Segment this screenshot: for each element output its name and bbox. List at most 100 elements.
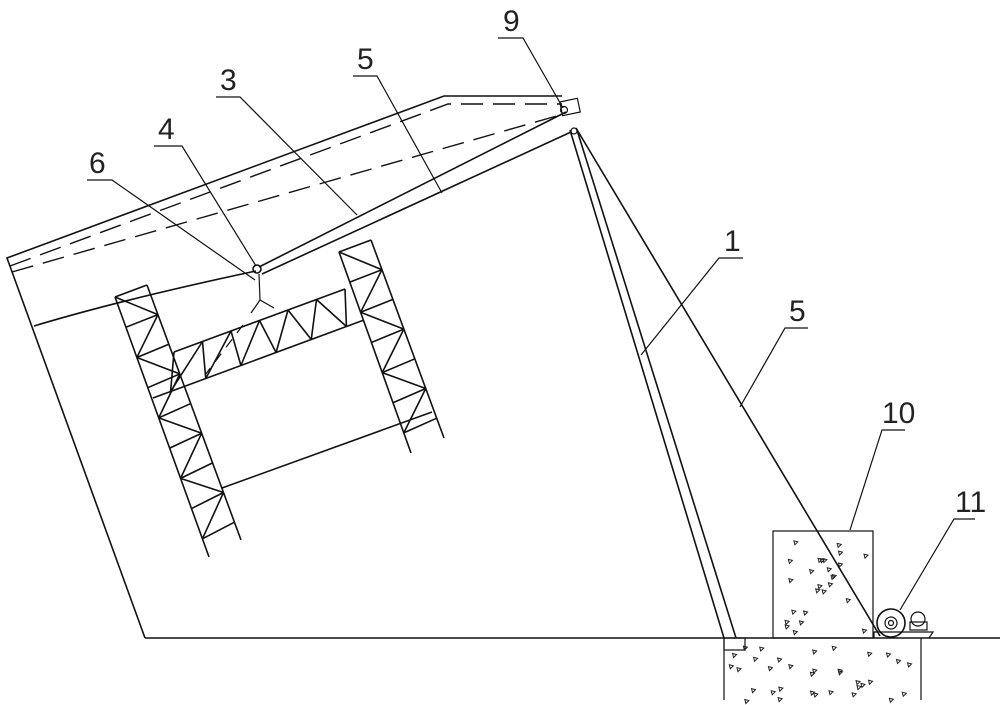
concrete-speck	[745, 699, 749, 703]
concrete-speck	[778, 698, 782, 702]
concrete-speck	[856, 681, 860, 685]
lower-curve	[34, 271, 256, 326]
truss-diagonal	[382, 329, 404, 373]
label-4: 4	[158, 113, 175, 146]
concrete-speck	[822, 590, 826, 594]
concrete-speck	[788, 559, 792, 563]
joint-pin-icon	[253, 265, 261, 273]
concrete-speck	[793, 631, 797, 635]
concrete-texture	[729, 541, 911, 704]
truss-diagonal	[181, 478, 224, 492]
concrete-speck	[868, 652, 872, 656]
concrete-speck	[887, 653, 891, 657]
concrete-speck	[813, 669, 817, 673]
concrete-speck	[863, 629, 867, 633]
truss-diagonal	[288, 310, 311, 340]
concrete-speck	[837, 543, 841, 547]
concrete-speck	[896, 660, 900, 664]
concrete-speck	[889, 698, 893, 702]
concrete-speck	[828, 583, 832, 587]
concrete-speck	[846, 599, 850, 603]
truss-diagonal	[231, 331, 241, 366]
truss-diagonal	[202, 493, 223, 539]
truss-diagonal	[203, 342, 206, 379]
concrete-speck	[857, 686, 861, 690]
truss-diagonal	[181, 433, 202, 478]
concrete-speck	[771, 691, 775, 695]
leader-lines	[87, 38, 975, 610]
stay-cable	[576, 128, 880, 636]
concrete-speck	[869, 680, 873, 684]
concrete-speck	[789, 665, 793, 669]
truss-diagonal	[241, 321, 260, 366]
truss-frame	[115, 240, 444, 557]
concrete-speck	[838, 563, 842, 567]
label-10: 10	[882, 397, 915, 430]
concrete-speck	[827, 568, 831, 572]
label-5-top: 5	[357, 43, 374, 76]
boom	[253, 112, 571, 274]
concrete-speck	[810, 570, 814, 574]
label-5-right: 5	[789, 295, 806, 328]
truss-diagonal	[159, 418, 202, 433]
truss-diagonal	[171, 342, 203, 392]
truss-diagonal	[159, 374, 180, 418]
concrete-speck	[829, 691, 833, 695]
concrete-speck	[789, 579, 793, 583]
concrete-speck	[794, 541, 798, 545]
dashed-cables	[10, 104, 562, 272]
label-1: 1	[724, 225, 741, 258]
concrete-speck	[804, 611, 808, 615]
truss-diagonal	[260, 321, 277, 353]
truss-rung	[181, 463, 213, 478]
truss-rail	[115, 297, 209, 557]
concrete-speck	[737, 668, 741, 672]
truss-rung	[393, 389, 426, 403]
concrete-speck	[792, 610, 796, 614]
concrete-speck	[729, 665, 733, 669]
label-3: 3	[220, 64, 237, 97]
concrete-speck	[752, 689, 756, 693]
concrete-speck	[864, 554, 868, 558]
truss-diagonal	[361, 312, 404, 329]
truss-diagonal	[345, 289, 346, 327]
concrete-speck	[816, 589, 820, 593]
concrete-speck	[832, 646, 836, 650]
truss-rung	[170, 433, 202, 448]
truss-rung	[382, 359, 415, 373]
concrete-speck	[779, 687, 783, 691]
truss-rung	[115, 285, 147, 297]
truss-diagonal	[276, 310, 288, 353]
concrete-speck	[760, 647, 764, 651]
label-9: 9	[503, 5, 520, 38]
concrete-speck	[754, 657, 758, 661]
concrete-speck	[818, 585, 822, 589]
concrete-speck	[908, 663, 912, 667]
truss-rung	[339, 240, 371, 252]
concrete-speck	[733, 653, 737, 657]
truss-diagonal	[339, 252, 382, 270]
concrete-speck	[813, 650, 817, 654]
truss-beam	[222, 412, 432, 488]
truss-rung	[191, 493, 223, 509]
label-11: 11	[955, 486, 986, 519]
concrete-speck	[785, 620, 789, 624]
truss-rung	[202, 522, 234, 539]
concrete-speck	[852, 693, 856, 697]
truss-chord	[153, 320, 364, 398]
truss-diagonal	[317, 300, 347, 327]
mast	[570, 130, 745, 650]
truss-diagonal	[382, 373, 426, 389]
concrete-speck	[838, 671, 842, 675]
concrete-speck	[778, 658, 782, 662]
label-6: 6	[89, 147, 106, 180]
concrete-speck	[785, 625, 789, 629]
slope-outline	[7, 96, 1000, 638]
truss-diagonal	[404, 389, 426, 433]
concrete-speck	[799, 621, 803, 625]
winch	[874, 609, 933, 638]
concrete-speck	[814, 693, 818, 697]
concrete-speck	[768, 667, 772, 671]
concrete-speck	[838, 551, 842, 555]
